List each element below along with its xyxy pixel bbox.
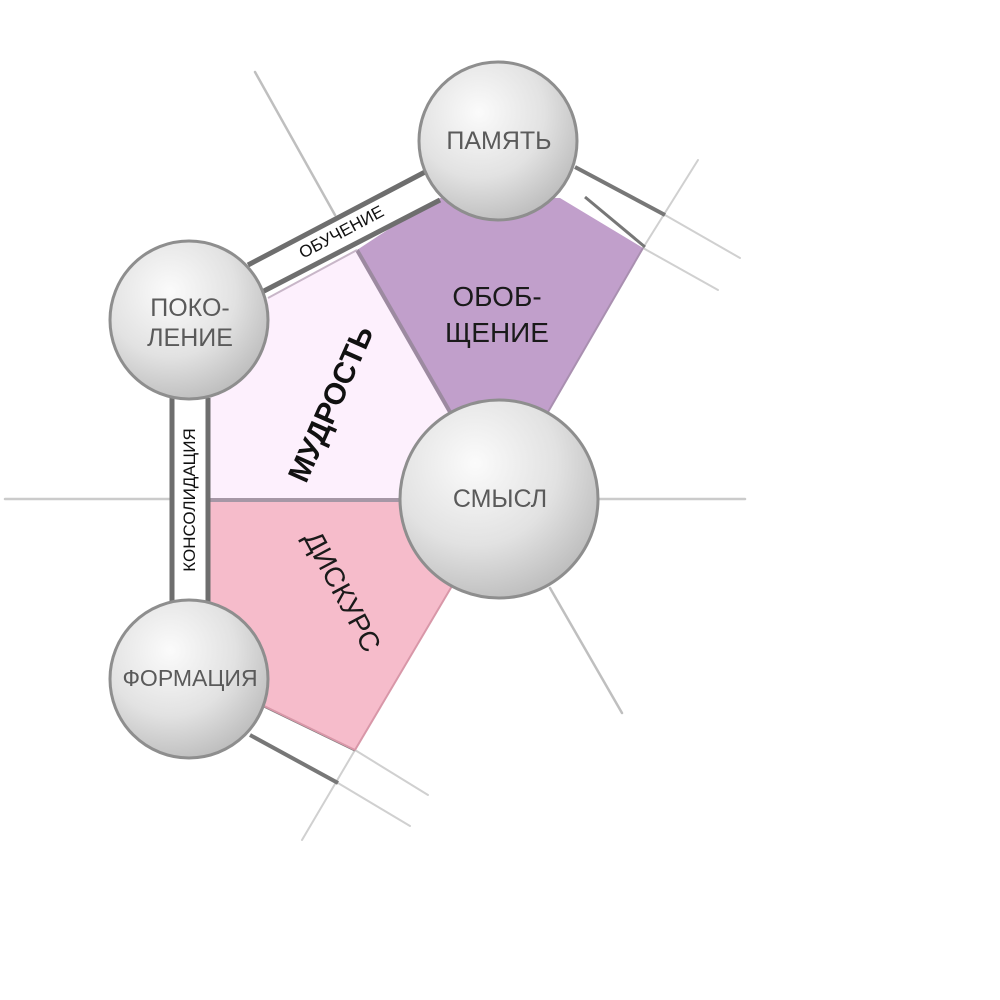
node-label-formatsiya: ФОРМАЦИЯ: [122, 665, 257, 691]
link-label-konsolidatsiya: КОНСОЛИДАЦИЯ: [180, 428, 199, 571]
node-formatsiya: ФОРМАЦИЯ: [108, 598, 270, 760]
link-konsolidatsiya: КОНСОЛИДАЦИЯ: [169, 398, 211, 603]
guide-line: [253, 70, 337, 217]
region-label-obobshchenie-2: ЩЕНИЕ: [445, 317, 549, 348]
link-obuchenie: ОБУЧЕНИЕ: [246, 169, 442, 295]
node-label-smysl: СМЫСЛ: [453, 485, 547, 513]
node-pokolenie: ПОКО- ЛЕНИЕ: [108, 239, 270, 401]
region-label-obobshchenie-1: ОБОБ-: [452, 281, 541, 312]
guide-line: [354, 749, 429, 796]
guide-line: [642, 159, 699, 249]
node-label-pamyat: ПАМЯТЬ: [446, 127, 551, 155]
strip-pamyat-right: [574, 165, 666, 249]
guide-line: [301, 749, 356, 841]
guide-line: [664, 214, 741, 259]
guide-lines: [3, 70, 747, 841]
region-obobshchenie: [357, 198, 643, 412]
guide-line: [642, 247, 719, 291]
guide-line: [337, 782, 411, 827]
node-pamyat: ПАМЯТЬ: [417, 60, 579, 222]
region-mudrost: [210, 250, 450, 500]
guide-line: [548, 586, 624, 715]
node-label-pokolenie-2: ЛЕНИЕ: [147, 324, 233, 352]
node-smysl: СМЫСЛ: [398, 398, 600, 600]
region-borders: [210, 247, 644, 751]
node-label-pokolenie-1: ПОКО-: [150, 294, 229, 322]
